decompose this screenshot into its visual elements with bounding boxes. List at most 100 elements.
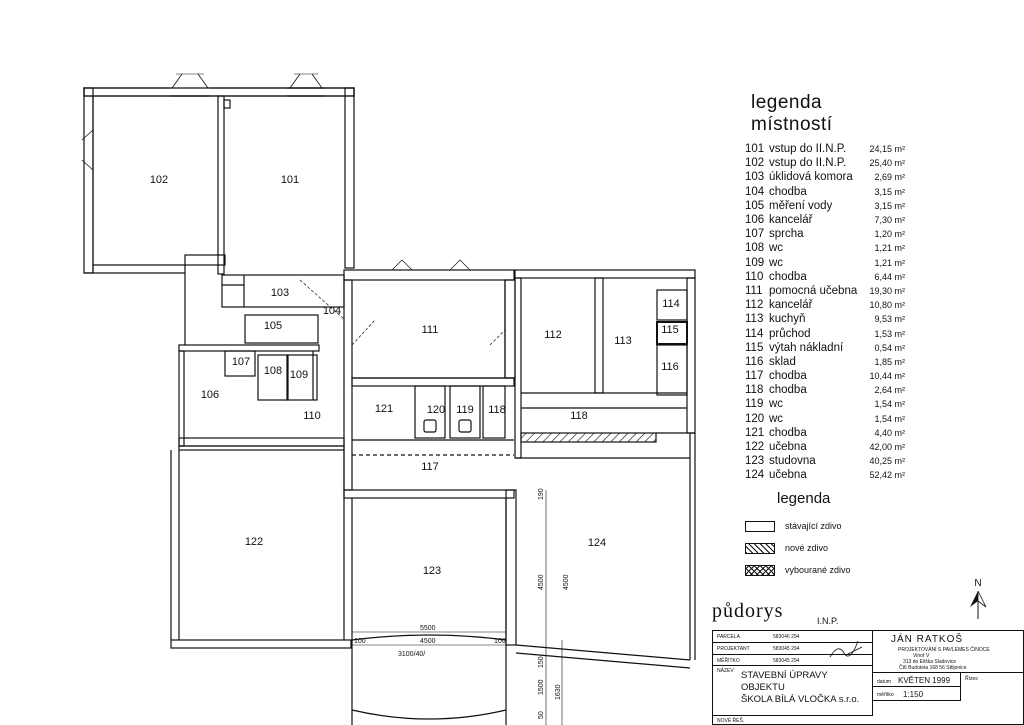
tb-project-line3: ŠKOLA BÍLÁ VLOČKA s.r.o. (741, 694, 860, 705)
room-number: 109 (745, 256, 765, 269)
room-area: 1,85 m² (874, 356, 905, 367)
dim-5500: 5500 (420, 625, 436, 632)
demolished-wall-swatch (745, 564, 775, 576)
tb-scale-value: 583045 294 (773, 658, 800, 664)
room-label-108: 108 (264, 365, 282, 377)
dim-3100: 3100/40/ (398, 651, 425, 658)
room-area: 4,40 m² (874, 427, 905, 438)
room-area: 1,54 m² (874, 413, 905, 424)
room-number: 114 (745, 327, 764, 340)
room-area: 52,42 m² (869, 470, 905, 481)
room-name: chodba (769, 384, 807, 397)
wall-legend-label: stávající zdivo (785, 521, 842, 531)
tb-scale-label: MĚŘÍTKO (717, 658, 740, 664)
dimensions: 5500 4500 100 100 3100/40/ 4500 4500 190… (352, 488, 570, 725)
room-label-118: 118 (570, 410, 588, 422)
room-number: 103 (745, 171, 765, 184)
north-arrow: N (966, 578, 990, 622)
room-name: chodba (769, 185, 807, 198)
room-area: 1,21 m² (874, 257, 905, 268)
tb-date-value: KVĚTEN 1999 (898, 676, 951, 685)
drawing-subtitle: I.N.P. (817, 616, 839, 626)
tb-parcel-value: 583046 294 (773, 634, 800, 640)
dim-v4500-a: 4500 (538, 574, 545, 590)
room-name: učebna (769, 441, 807, 454)
room-label-107: 107 (232, 356, 250, 368)
room-number: 117 (745, 370, 764, 383)
room-name: vstup do II.N.P. (769, 143, 847, 156)
tb-scale2-value: 1:150 (903, 690, 924, 699)
room-number: 102 (745, 157, 765, 170)
room-area: 1,54 m² (874, 399, 905, 410)
room-area: 10,44 m² (869, 371, 905, 382)
room-number: 122 (745, 441, 765, 454)
room-area: 3,15 m² (874, 200, 905, 211)
tb-new-label: NOVÉ ŘEŠ. (717, 718, 745, 724)
tb-firm-name: JÁN RATKOŠ (891, 634, 964, 645)
room-name: kancelář (769, 299, 813, 312)
dim-v1630: 1630 (555, 684, 562, 700)
wall-legend-item: nové zdivo (745, 537, 895, 559)
room-number: 111 (745, 284, 763, 297)
room-number: 106 (745, 214, 765, 227)
room-number: 119 (745, 398, 764, 411)
room-label-102: 102 (150, 174, 168, 186)
existing-wall-swatch (745, 520, 775, 532)
wall-legend-title: legenda (777, 490, 831, 507)
room-name: měření vody (769, 199, 833, 212)
room-name: wc (769, 256, 784, 269)
room-area: 2,69 m² (874, 172, 905, 183)
wall-legend-label: nové zdivo (785, 543, 829, 553)
room-label-116: 116 (661, 361, 679, 373)
room-name: wc (769, 398, 784, 411)
tb-firm-sub2: Vinoř V (913, 653, 930, 659)
room-name: výtah nákladní (769, 341, 844, 354)
room-area: 24,15 m² (869, 144, 905, 155)
room-label-114: 114 (662, 298, 680, 310)
tb-date-label: datum (877, 679, 891, 685)
dim-v150: 150 (538, 656, 545, 668)
room-number: 116 (745, 355, 764, 368)
room-legend-row: 109 wc 1,21 m² (745, 256, 905, 270)
room-area: 1,20 m² (874, 229, 905, 240)
dim-v4500-b: 4500 (563, 574, 570, 590)
new-wall-swatch (745, 542, 775, 554)
signature-icon (829, 640, 863, 658)
room-number: 123 (745, 455, 765, 468)
tb-name-label: NÁZEV (717, 668, 734, 674)
room-name: wc (769, 412, 784, 425)
room-name: učebna (769, 469, 807, 482)
tb-project-line1: STAVEBNÍ ÚPRAVY (741, 670, 828, 681)
room-area: 42,00 m² (869, 442, 905, 453)
room-label-115: 115 (661, 324, 679, 336)
room-label-104: 104 (323, 305, 341, 317)
room-label-110: 110 (303, 410, 321, 422)
room-label-113: 113 (614, 335, 632, 347)
walls (81, 73, 696, 725)
room-label-106: 106 (201, 389, 219, 401)
room-label-109: 109 (290, 369, 308, 381)
room-number: 118 (745, 384, 764, 397)
tb-sheet-label: Řízes (965, 676, 978, 682)
tb-parcel-label: PARCELA (717, 634, 740, 640)
room-label-122: 122 (245, 536, 263, 548)
room-legend-row: 122 učebna 42,00 m² (745, 440, 905, 454)
tb-firm-sub4: Čt6 Budoteta 168 56 Sttljonice (899, 665, 967, 671)
title-block: PARCELA 583046 294 PROJEKTANT 583045 294… (712, 630, 1024, 725)
room-number: 110 (745, 270, 764, 283)
room-name: wc (769, 242, 784, 255)
room-area: 2,64 m² (874, 385, 905, 396)
room-name: průchod (769, 327, 811, 340)
tb-project-line2: OBJEKTU (741, 682, 785, 693)
room-name: kuchyň (769, 313, 806, 326)
room-area: 0,54 m² (874, 342, 905, 353)
room-area: 6,44 m² (874, 271, 905, 282)
tb-designer-value: 583045 294 (773, 646, 800, 652)
